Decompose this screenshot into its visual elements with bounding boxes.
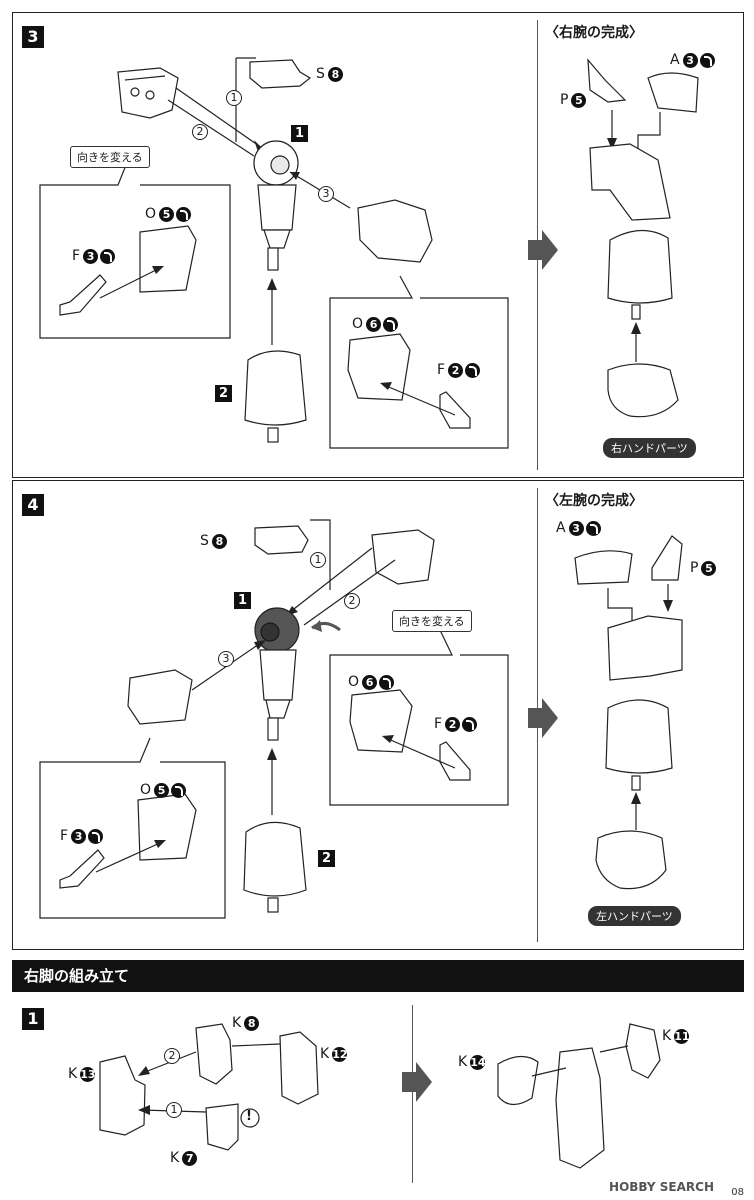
right-leg-step: 1 [22, 1008, 44, 1030]
step3-order1: 1 [226, 90, 242, 106]
cut-icon [462, 716, 478, 732]
cut-icon [383, 316, 399, 332]
left-hand-part [595, 830, 667, 890]
cut-icon [100, 248, 116, 264]
arrow-right-icon [528, 230, 558, 270]
o6-part [347, 333, 411, 401]
step4-callout-tag: 向きを変える [392, 610, 472, 632]
cut-icon [465, 362, 481, 378]
p5-part [587, 58, 627, 103]
leg-order2: 2 [164, 1048, 180, 1064]
shoulder-joint [253, 140, 299, 271]
leg-order1: 1 [166, 1102, 182, 1118]
hobby-search-logo: HOBBY SEARCH [609, 1180, 714, 1194]
right-arm-title: 〈右腕の完成〉 [545, 25, 643, 41]
f3-part [59, 849, 105, 889]
forearm-part [244, 350, 307, 426]
step3-callout-tag: 向きを変える [70, 146, 150, 168]
arm-upper [589, 143, 671, 221]
shoulder-joint-dark [254, 607, 300, 741]
step4-order2: 2 [344, 593, 360, 609]
step3-diagram [39, 57, 509, 449]
cut-icon [585, 520, 601, 536]
step4-order3: 3 [218, 651, 234, 667]
left-arm-title: 〈左腕の完成〉 [545, 493, 643, 509]
step3-number: 3 [22, 26, 44, 48]
k14-part [497, 1055, 539, 1106]
bracket-part-top [371, 529, 435, 585]
k12-part [279, 1031, 319, 1105]
arm-lower [607, 229, 673, 304]
right-hand-label: 右ハンドパーツ [603, 438, 696, 458]
cover-part-right [357, 199, 433, 263]
step3-sub1: 1 [291, 125, 308, 142]
warning-mark: ! [246, 1109, 252, 1124]
o5-part [139, 225, 197, 293]
right-arm-diagram [528, 58, 699, 418]
right-hand-part [607, 363, 679, 418]
bracket-part-top [117, 67, 179, 119]
cover-part-left [127, 669, 193, 725]
step3-sub2: 2 [215, 385, 232, 402]
step4-sub1: 1 [234, 592, 251, 609]
s8-part [249, 59, 312, 89]
forearm-part [243, 821, 307, 897]
a3-part [574, 550, 633, 585]
left-arm-diagram [528, 535, 683, 890]
arm-upper [607, 615, 683, 681]
f3-part [59, 274, 107, 316]
page-number: 08 [731, 1187, 744, 1198]
right-leg-banner: 右脚の組み立て [12, 960, 744, 992]
s8-part [254, 525, 309, 555]
step4-diagram [39, 519, 509, 919]
step4-sub2: 2 [318, 850, 335, 867]
arm-lower [605, 699, 673, 774]
k13-part [99, 1055, 146, 1136]
cut-icon [379, 674, 395, 690]
cut-icon [699, 52, 715, 68]
arrow-right-icon [402, 1062, 432, 1102]
cut-icon [171, 782, 187, 798]
k11-part [625, 1023, 661, 1079]
k8-part [195, 1023, 233, 1085]
f2-part [439, 391, 471, 429]
cut-icon [176, 206, 192, 222]
k7-part [205, 1103, 239, 1151]
p5-part [651, 535, 683, 581]
o6-part [349, 689, 413, 753]
step4-number: 4 [22, 494, 44, 516]
right-leg-divider [412, 1005, 413, 1183]
cut-icon [88, 828, 104, 844]
step3-order2: 2 [192, 124, 208, 140]
arrow-right-icon [528, 698, 558, 738]
step4-order1: 1 [310, 552, 326, 568]
a3-part [647, 72, 699, 113]
warning-icon [240, 1108, 260, 1128]
leg-assembly [555, 1047, 605, 1169]
left-hand-label: 左ハンドパーツ [588, 906, 681, 926]
step3-order3: 3 [318, 186, 334, 202]
